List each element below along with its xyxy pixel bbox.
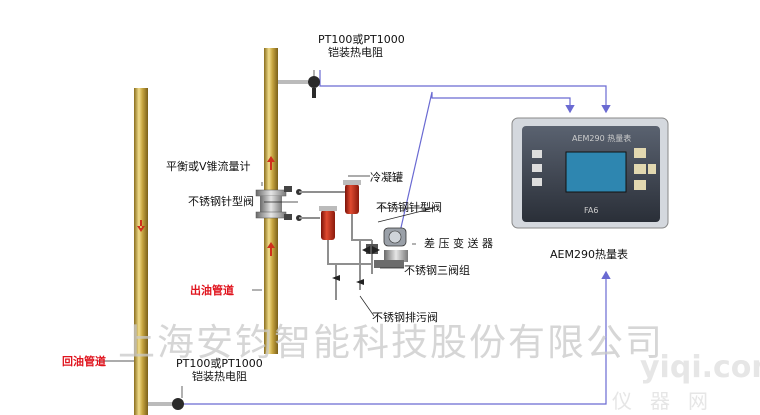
needle-valve-icon [284, 186, 292, 220]
signal-line-top-sensor [319, 70, 611, 114]
dp-transmitter-icon [374, 227, 408, 268]
outlet-pipe-label: 出油管道 [190, 284, 234, 297]
signal-lines [182, 70, 611, 405]
impulse-tubing [299, 191, 373, 300]
condenser-pot-left [319, 206, 337, 240]
flowmeter-label: 平衡或V锥流量计 [166, 160, 251, 173]
return-oil-pipe [134, 88, 148, 415]
flowmeter-body [255, 189, 302, 221]
bottom-sensor-model-label: PT100或PT1000 [176, 357, 263, 370]
top-temperature-sensor-icon [278, 76, 320, 98]
bottom-sensor-type-label: 铠装热电阻 [192, 370, 247, 383]
top-sensor-model-label: PT100或PT1000 [318, 33, 405, 46]
flow-arrow-down-icon [137, 220, 145, 232]
condenser-label: 冷凝罐 [370, 171, 403, 184]
bottom-temperature-sensor-icon [148, 398, 184, 410]
three-valve-label: 不锈钢三阀组 [404, 264, 470, 277]
needle-valve-right-label: 不锈钢针型阀 [376, 201, 442, 214]
flow-arrow-up-icon [267, 156, 275, 170]
site-watermark: yiqi.com [640, 350, 760, 385]
drain-valve-label: 不锈钢排污阀 [372, 311, 438, 324]
meter-bottom-text: FA6 [584, 206, 599, 215]
heat-meter-device [511, 117, 669, 229]
site-sub-watermark: 仪器网 [612, 389, 726, 413]
flow-arrow-up-icon-2 [267, 242, 275, 256]
needle-valve-left-label: 不锈钢针型阀 [188, 195, 254, 208]
return-pipe-label: 回油管道 [62, 355, 106, 368]
drain-valve-icon [332, 275, 364, 285]
meter-name-label: AEM290热量表 [550, 248, 628, 261]
top-sensor-type-label: 铠装热电阻 [328, 46, 383, 59]
meter-brand-text: AEM290 热量表 [572, 134, 632, 143]
signal-line-bottom-sensor [182, 270, 611, 405]
condenser-pot-right [343, 180, 361, 214]
leader-lines [98, 70, 435, 398]
signal-line-transmitter [399, 91, 575, 233]
company-watermark: 上海安钧智能科技股份有限公司 [118, 321, 664, 364]
dp-transmitter-label: 差 压 变 送 器 [424, 237, 493, 250]
three-valve-manifold-icon [362, 244, 380, 254]
